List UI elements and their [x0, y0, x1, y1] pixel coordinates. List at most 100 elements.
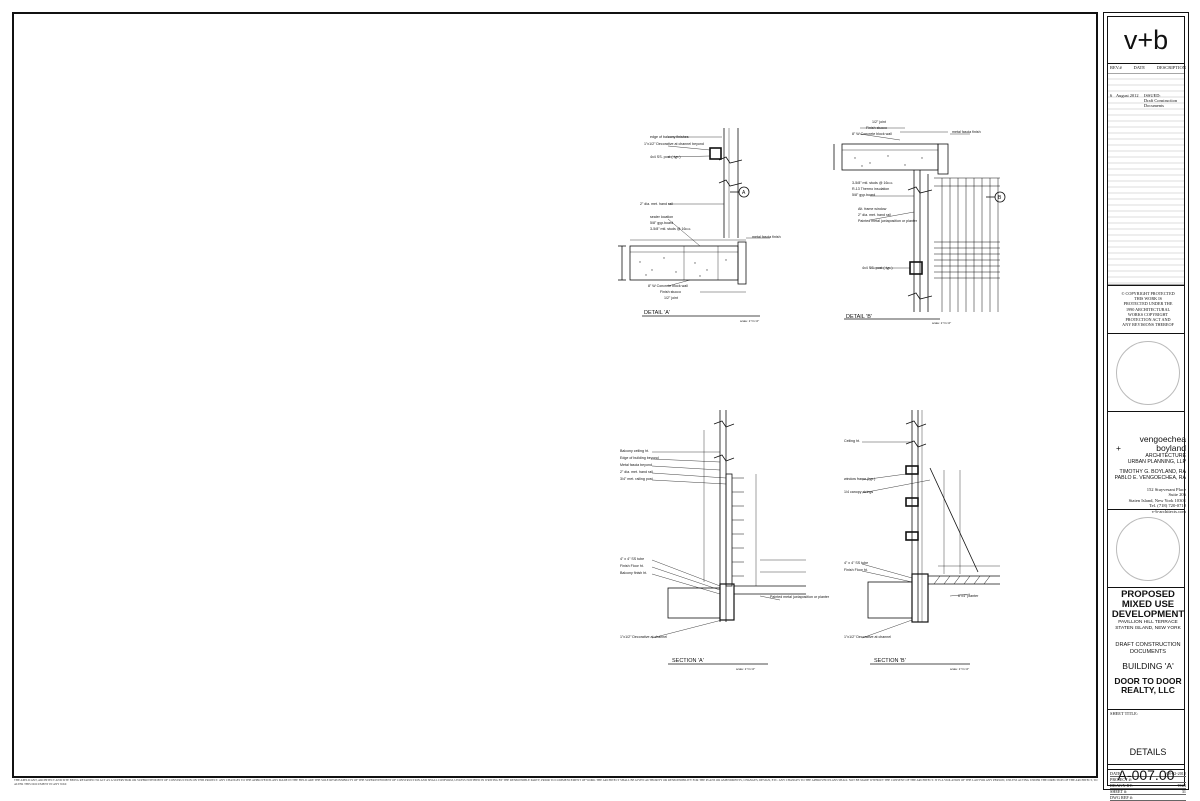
architect-seal-placeholder [1116, 341, 1180, 405]
detail-a-scale: scale: 1"=1'-0" [740, 319, 759, 323]
firm-address-line: Staten Island, New York 10301 [1128, 497, 1186, 503]
divider [1108, 333, 1184, 334]
section-a-scale: scale: 1"=1'-0" [736, 667, 755, 671]
section-b-label: 6"x4" planter [958, 594, 979, 598]
project-client-line: DOOR TO DOOR [1114, 676, 1182, 687]
info-key: DWG REF #: [1110, 795, 1134, 800]
copyright-line: 1990 ARCHITECTURAL [1125, 306, 1171, 312]
project-location-line: PAVILLION HILL TERRACE [1118, 620, 1178, 625]
rev-entry-desc: ISSUED: [1144, 93, 1161, 98]
firm-sub-1: ARCHITECTURE [1145, 453, 1186, 459]
detail-a-label: 8" W Concrete block wall [648, 284, 688, 288]
copyright-line: THIS WORK IS [1134, 296, 1162, 302]
divider [1108, 509, 1184, 510]
sheet-title-label: SHEET TITLE: [1110, 711, 1139, 716]
project-title-line: MIXED USE [1121, 599, 1175, 610]
firm-phone: Tel. (718) 720-0710 [1149, 503, 1186, 509]
project-location-line: STATEN ISLAND, NEW YORK [1115, 626, 1181, 631]
project-phase-line: DRAFT CONSTRUCTION [1115, 642, 1181, 648]
project-title-line: PROPOSED [1121, 589, 1175, 600]
section-a-label: Balcony finish ht. [620, 571, 647, 575]
info-row: DATE: 08-02-2012 [1110, 771, 1186, 777]
firm-address-line: 152 Stuyvesant Place [1146, 486, 1186, 492]
detail-b-label: 5/8" gyp.board [852, 193, 875, 197]
firm-info: vengoechea + boyland ARCHITECTURE URBAN P… [1110, 435, 1186, 515]
detail-drawings: edge of balcony finishes 1"x1/2" Decorat… [618, 120, 1006, 671]
project-title-line: DEVELOPMENT [1111, 609, 1185, 620]
rev-entry-desc-line: Documents [1144, 103, 1164, 108]
title-block-inner: v+b REV.# DATE DESCRIPTION 6 August 2012… [1107, 16, 1186, 801]
detail-a-label: 1/2" joint [664, 296, 678, 300]
section-a-label: 2" dia. met. hand rail [620, 470, 653, 474]
section-b-scale: scale: 1"=1'-0" [950, 667, 969, 671]
firm-name-2: boyland [1156, 443, 1186, 453]
copyright-line: PROTECTION ACT AND [1125, 317, 1171, 323]
detail-a-drawing [618, 128, 770, 317]
section-b-label: Finish Floor ht. [844, 568, 868, 572]
detail-a-label: metal fascia finish [752, 235, 781, 239]
detail-b-marker: B [998, 195, 1002, 201]
detail-b-label: Painted metal juxtaposition or planter [858, 219, 918, 223]
rev-header-date: DATE [1133, 65, 1146, 70]
drawing-sheet-border [12, 12, 1098, 778]
detail-a-marker: A [742, 190, 746, 196]
detail-b-label: Alt. frame window [858, 207, 887, 211]
detail-a-label: Finish stucco [660, 290, 681, 294]
detail-b-drawing [833, 127, 1006, 320]
copyright-notice: © COPYRIGHT PROTECTED THIS WORK IS PROTE… [1110, 291, 1186, 327]
firm-person-1: TIMOTHY G. BOYLAND, RA [1119, 468, 1187, 475]
section-b-label: Ceiling ht. [844, 439, 860, 443]
revision-table-lines [1108, 73, 1184, 285]
divider [1108, 587, 1184, 588]
project-phase-line: DOCUMENTS [1129, 648, 1167, 655]
info-row: SHEET #: 31 [1110, 789, 1186, 795]
rev-entry-desc-line: Draft Construction [1144, 98, 1178, 103]
info-value: 08-02-2012 [1166, 771, 1186, 776]
info-key: SHEET #: [1110, 789, 1128, 794]
divider [1108, 285, 1184, 286]
project-info: PROPOSED MIXED USE DEVELOPMENT PAVILLION… [1110, 590, 1186, 695]
info-value: 31 [1181, 789, 1186, 794]
firm-address-line: Suite 206 [1168, 492, 1186, 498]
section-b-title: SECTION 'B' [874, 658, 906, 664]
detail-b-label: Finish stucco [866, 126, 887, 130]
section-a-label: Metal fascia beyond [620, 463, 652, 467]
firm-logo: v+b [1108, 17, 1184, 64]
project-client-line: REALTY, LLC [1121, 685, 1175, 696]
detail-b-label: 3-5/8" mtl. studs @ 16o.c. [852, 181, 893, 185]
detail-a-label: 4x4 SS. post ( typ.) [650, 155, 681, 159]
divider [1108, 769, 1184, 770]
section-a-drawing [651, 410, 806, 665]
revision-entry: 6 August 2012 ISSUED: Draft Construction… [1110, 93, 1186, 108]
section-b-label: window frame (typ.) [844, 477, 875, 481]
section-a-label: Finish Floor ht. [620, 564, 644, 568]
firm-name-1: vengoechea [1139, 434, 1186, 444]
detail-a-label: 3-5/8" mtl. studs @ 16o.c. [650, 227, 691, 231]
rev-entry-date: August 2012 [1116, 93, 1139, 98]
detail-a-title: DETAIL 'A' [644, 310, 670, 316]
section-a-label: Painted metal juxtaposition or planter [770, 595, 830, 599]
section-a-label: 3/4" met. railing post [620, 477, 653, 481]
divider [1108, 411, 1184, 412]
detail-b-label: metal fascia finish [952, 130, 981, 134]
detail-b-label: R-13 Thermo insulation [852, 187, 889, 191]
section-a-label: 1"x1/2" Decorative at channel [620, 635, 667, 639]
firm-plus: + [1116, 443, 1121, 453]
info-row: PROJECT #: [1110, 777, 1186, 783]
title-block: v+b REV.# DATE DESCRIPTION 6 August 2012… [1103, 12, 1189, 801]
section-b-label: 4" x 4" SS tube [844, 561, 868, 565]
copyright-line: ANY REVISIONS THEREOF [1122, 322, 1174, 328]
info-value: TGB [1177, 783, 1186, 788]
detail-b-label: 1/2" joint [872, 120, 886, 124]
info-key: DATE: [1110, 771, 1122, 776]
firm-name-2-row: + boyland [1110, 444, 1186, 453]
section-b-label: 1"x1/2" Decorative at channel [844, 635, 891, 639]
firm-person-2: PABLO E. VENGOECHEA, RA [1114, 475, 1186, 482]
section-b-drawing [861, 410, 1000, 665]
detail-a-label: sealer location [650, 215, 673, 219]
section-b-label: 1/4 canopy strings [844, 490, 873, 494]
copyright-line: WORKS COPYRIGHT [1127, 311, 1169, 317]
firm-sub-2: URBAN PLANNING, LLP [1127, 459, 1186, 466]
detail-a-label: 2" dia. met. hand rail [640, 202, 673, 206]
section-a-title: SECTION 'A' [672, 658, 704, 664]
